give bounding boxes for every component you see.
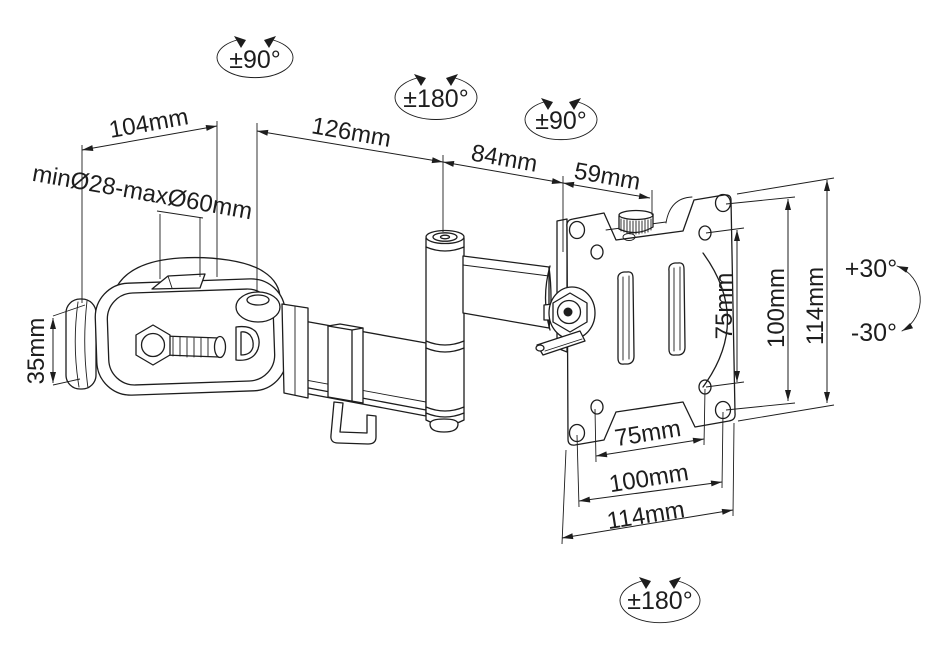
rotation-arrow-icon xyxy=(639,577,651,589)
bracket-pin xyxy=(622,233,636,241)
dimension-lines xyxy=(50,124,830,540)
d-shaped-hole xyxy=(235,325,260,361)
dim-line-104mm xyxy=(81,124,218,152)
dim-line-114mm-bottom xyxy=(561,508,734,540)
thumbscrew-knob xyxy=(618,209,654,235)
tilt-hinge-bolt xyxy=(535,286,596,356)
label-vesa-height-outer: 100mm xyxy=(763,268,790,348)
rotation-arrow-icon xyxy=(234,36,246,48)
label-plate-width: 114mm xyxy=(605,496,687,535)
clamp-pad xyxy=(65,298,97,390)
upper-arm xyxy=(462,255,552,329)
dim-line-126mm xyxy=(256,129,444,164)
pole-clamp xyxy=(65,256,309,399)
cable-hook xyxy=(327,323,377,445)
rotation-arrow-icon xyxy=(569,98,581,110)
label-vesa-width-outer: 100mm xyxy=(607,459,690,498)
swivel-dome xyxy=(235,291,281,323)
vesa-plate xyxy=(566,193,736,446)
label-plate-rotation: ±180° xyxy=(627,587,692,615)
plate-rotation-symbol: ±180° xyxy=(619,577,701,624)
label-vesa-width-inner: 75mm xyxy=(613,415,683,452)
dim-line-59mm xyxy=(562,181,651,200)
head-swivel-symbol: ±90° xyxy=(524,98,598,141)
dim-line-84mm xyxy=(442,160,564,185)
rotation-arrow-icon xyxy=(446,74,458,86)
label-vesa-height-inner: 75mm xyxy=(711,273,738,340)
bracket-tab-curve xyxy=(665,196,693,224)
label-clamp-swivel: ±90° xyxy=(229,46,281,74)
label-tilt-down: -30° xyxy=(851,319,897,347)
label-head-arm-length: 84mm xyxy=(469,140,539,178)
pole-groove xyxy=(151,273,206,290)
tilt-cam-arc xyxy=(702,252,729,388)
label-pole-diameter-range: minØ28-maxØ60mm xyxy=(30,160,254,225)
dim-line-75mm-bottom xyxy=(595,437,705,458)
tilt-symbol: +30° -30° xyxy=(845,255,921,347)
rotation-arrow-icon xyxy=(264,36,276,48)
rotation-arrow-icon xyxy=(541,98,553,110)
latch-lever xyxy=(536,330,586,356)
dim-line-100mm-bottom xyxy=(578,480,723,503)
rotation-symbols: ±90° ±180° ±90° ±180° +30° -30° xyxy=(216,36,921,624)
swivel-post xyxy=(425,229,465,433)
clamp-bolt xyxy=(135,324,227,366)
vesa-holes-inner xyxy=(590,225,712,415)
label-tilt-up: +30° xyxy=(845,255,897,283)
label-plate-height: 114mm xyxy=(802,267,829,345)
label-clamp-pad-height: 35mm xyxy=(23,318,50,385)
vesa-holes-outer xyxy=(568,193,732,443)
label-head-offset: 59mm xyxy=(572,158,642,196)
clamp-swivel-symbol: ±90° xyxy=(216,36,294,79)
label-mid-swivel: ±180° xyxy=(403,85,468,113)
label-head-swivel: ±90° xyxy=(535,107,587,135)
rotation-arrow-icon xyxy=(414,74,426,86)
mid-swivel-symbol: ±180° xyxy=(394,74,478,120)
rotation-arrow-icon xyxy=(669,577,681,589)
